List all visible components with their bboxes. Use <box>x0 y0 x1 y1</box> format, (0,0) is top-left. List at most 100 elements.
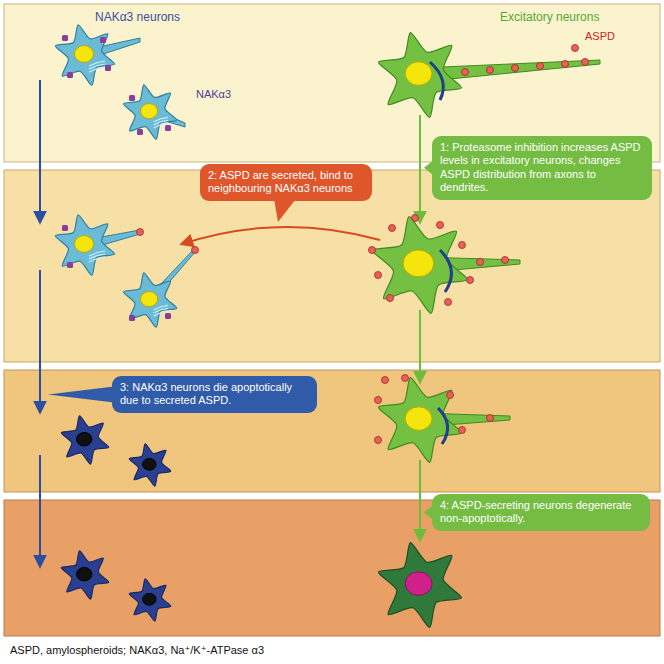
aspd-dot <box>375 272 382 279</box>
cell-body <box>129 444 170 486</box>
aspd-dot <box>487 67 494 74</box>
blue-arrow <box>39 80 41 222</box>
neurons <box>55 25 600 628</box>
aspd-dot <box>389 225 396 232</box>
nucleus <box>403 250 434 277</box>
aspd-dot <box>462 69 469 76</box>
cell-body <box>379 378 462 463</box>
fibre <box>89 257 105 262</box>
aspd-dot <box>369 247 376 254</box>
callout-text: 2: ASPD are secreted, bind to neighbouri… <box>208 169 364 196</box>
callout-pointer <box>48 386 114 402</box>
nucleus <box>74 236 93 253</box>
nak-receptor <box>67 262 73 268</box>
nucleus <box>77 432 92 445</box>
aspd-dot <box>382 377 389 384</box>
nak-receptor <box>62 225 68 231</box>
aspd-dot <box>477 259 484 266</box>
nak-receptor <box>137 129 143 135</box>
degenerated-neuron <box>379 543 462 628</box>
cell-body <box>379 543 462 628</box>
nucleus <box>143 593 156 605</box>
aspd-dot <box>412 215 419 222</box>
cell-body <box>373 217 468 314</box>
aspd-dot <box>445 299 452 306</box>
callout-box: 4: ASPD-secreting neurons degenerate non… <box>432 494 650 531</box>
aspd-dot <box>572 45 579 52</box>
nucleus <box>405 62 432 86</box>
callout-pointer <box>274 199 296 222</box>
nak-neuron <box>55 215 140 275</box>
nak-neuron <box>55 25 140 85</box>
green-arrow <box>419 115 421 222</box>
nucleus <box>143 458 156 470</box>
aspd-dot <box>387 295 394 302</box>
callout-box: 2: ASPD are secreted, bind to neighbouri… <box>200 164 372 201</box>
blue-arrow <box>39 455 41 566</box>
aspd-dot <box>375 397 382 404</box>
nak-receptor <box>100 37 106 43</box>
nak-receptor <box>129 95 135 101</box>
cell-body <box>379 33 462 118</box>
part-name: ASPD <box>585 30 615 43</box>
blue-arrow <box>39 270 41 412</box>
nucleus <box>74 46 93 63</box>
group-heading: NAKα3 neurons <box>95 10 180 24</box>
nak-receptor <box>67 72 73 78</box>
excitatory-neuron <box>373 217 520 314</box>
group-heading: Excitatory neurons <box>500 10 599 24</box>
aspd-dot <box>447 392 454 399</box>
nak-neuron <box>123 248 195 327</box>
stage-band <box>4 370 660 492</box>
aspd-dot <box>487 415 494 422</box>
aspd-dot <box>537 63 544 70</box>
cell-body <box>123 85 176 139</box>
nak-neuron <box>123 85 185 139</box>
nucleus <box>140 104 157 119</box>
aspd-dot <box>512 65 519 72</box>
aspd-dot <box>375 437 382 444</box>
nucleus <box>405 407 432 431</box>
dead-nak-neuron <box>129 444 170 486</box>
nak-receptor <box>105 65 111 71</box>
aspd-dot <box>467 277 474 284</box>
aspd-dot <box>402 375 409 382</box>
aspd-dot <box>502 257 509 264</box>
cell-body <box>61 551 108 599</box>
aspd-dot <box>582 59 589 66</box>
part-name: NAKα3 <box>196 88 231 101</box>
dead-nak-neuron <box>129 579 170 621</box>
red-arrow <box>182 227 380 244</box>
nak-receptor <box>165 125 171 131</box>
callout-box: 1: Proteasome inhibition increases ASPD … <box>432 136 652 200</box>
callout-pointers <box>48 160 434 521</box>
green-arrow <box>419 310 421 382</box>
fibre <box>89 67 105 72</box>
excitatory-neuron <box>379 378 510 463</box>
dead-nak-neuron <box>61 551 108 599</box>
aspd-dot <box>437 222 444 229</box>
nucleus <box>140 292 157 307</box>
dead-nak-neuron <box>61 416 108 464</box>
callout-text: 4: ASPD-secreting neurons degenerate non… <box>440 499 642 526</box>
green-arrow <box>419 460 421 540</box>
footnote: ASPD, amylospheroids; NAKα3, Na⁺/K⁺-ATPa… <box>10 644 264 657</box>
axon-core <box>440 250 451 292</box>
aspd-dot <box>137 229 144 236</box>
nak-receptor <box>165 313 171 319</box>
nucleus <box>405 572 432 596</box>
callout-text: 3: NAKα3 neurons die apoptotically due t… <box>120 381 309 408</box>
aspd-dot <box>562 61 569 68</box>
cell-body <box>55 25 114 85</box>
axon-core <box>430 62 443 100</box>
callout-box: 3: NAKα3 neurons die apoptotically due t… <box>112 376 317 413</box>
cell-body <box>123 273 176 327</box>
aspd-dot <box>459 427 466 434</box>
cell-body <box>55 215 114 275</box>
cell-body <box>129 579 170 621</box>
nak-receptor <box>62 35 68 41</box>
aspd-dot <box>459 242 466 249</box>
cell-body <box>61 416 108 464</box>
nak-receptor <box>129 315 135 321</box>
